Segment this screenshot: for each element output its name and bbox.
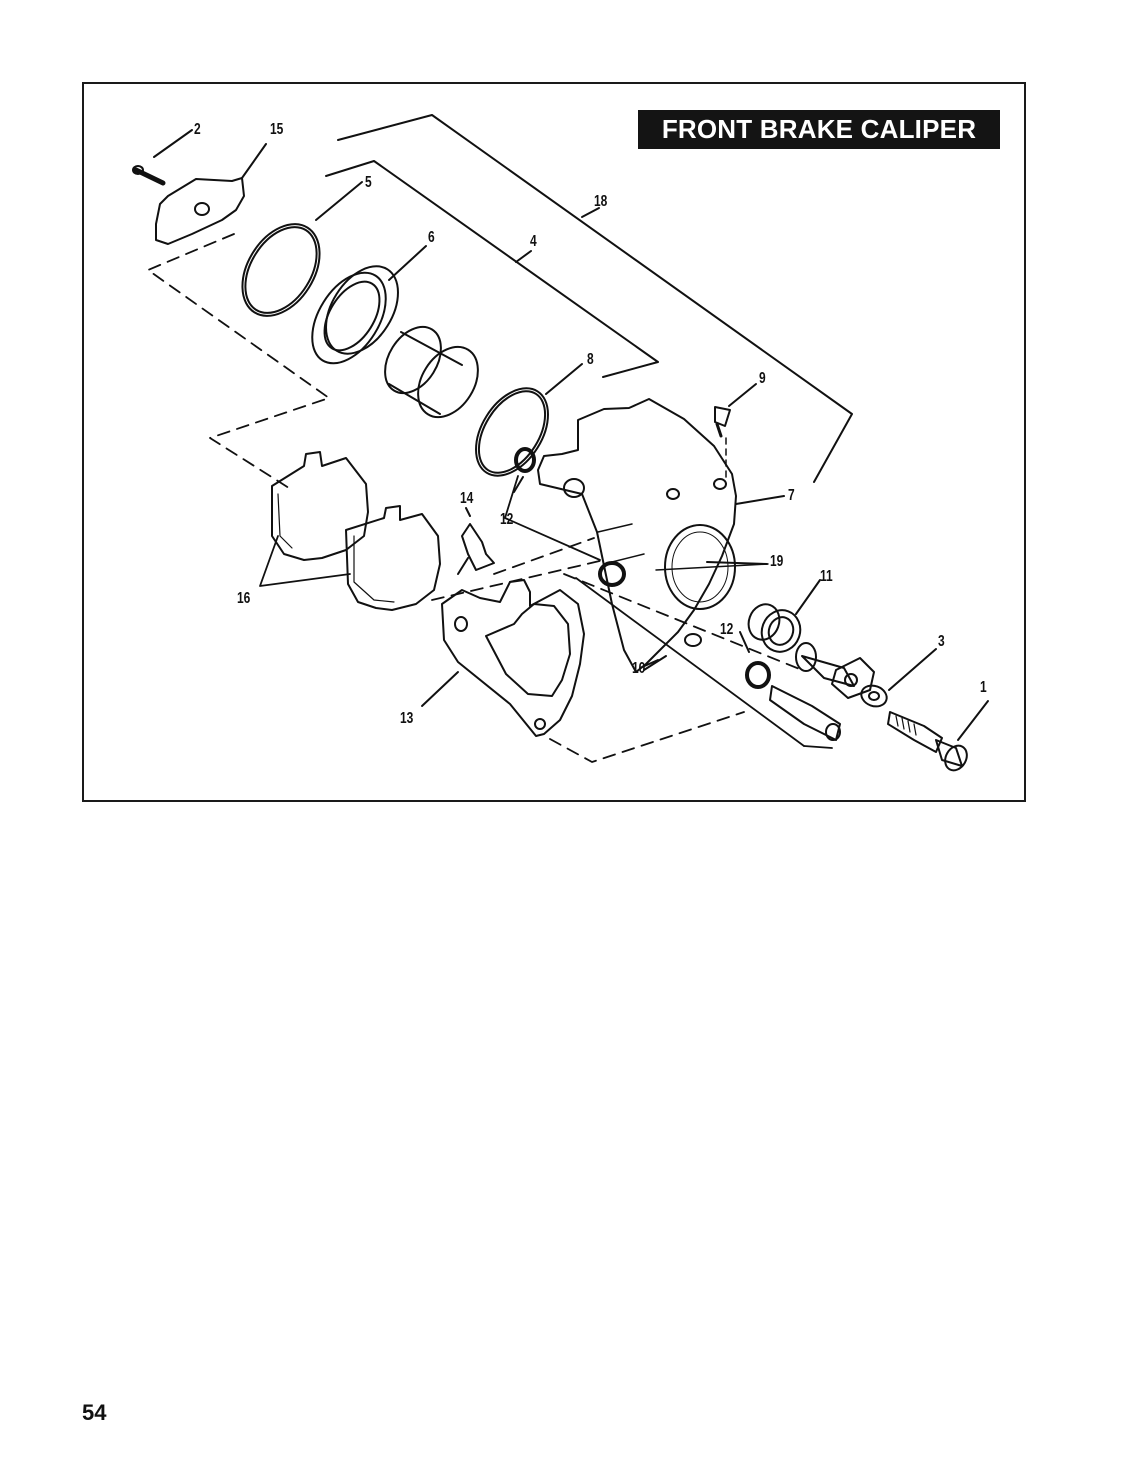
- cover-plate-part-15: [155, 143, 267, 245]
- callout-13: 13: [400, 710, 414, 727]
- exploded-view-drawing: [132, 114, 989, 772]
- piston: [384, 325, 479, 419]
- o-ring-part-12-lower: [745, 661, 771, 689]
- leader-18: [581, 207, 600, 218]
- callout-2: 2: [194, 121, 201, 138]
- callout-9: 9: [759, 370, 766, 387]
- leader-4: [515, 250, 532, 263]
- mounting-bracket-part-13: [421, 579, 745, 763]
- callout-16: 16: [237, 590, 251, 607]
- screw-part-2: [132, 129, 193, 186]
- boot-part-6: [311, 245, 427, 365]
- leader-19: [706, 561, 768, 565]
- retaining-ring-part-5: [241, 181, 363, 317]
- figure-title: FRONT BRAKE CALIPER: [638, 110, 1000, 149]
- clip-part-14: [457, 507, 495, 575]
- brake-pads-part-16: [259, 451, 441, 611]
- o-ring-part-12-middle: [598, 561, 626, 587]
- guide-line-part-10: [575, 577, 833, 749]
- callout-18: 18: [594, 193, 608, 210]
- diagram-frame: FRONT BRAKE CALIPER 2 15 5 6 4 18 8 9 7 …: [82, 82, 1026, 802]
- callout-11: 11: [820, 568, 833, 585]
- callout-3: 3: [938, 633, 945, 650]
- callout-14: 14: [460, 490, 474, 507]
- leader-12-upper: [504, 475, 601, 561]
- bushing-part-11: [747, 579, 821, 653]
- callout-12-lower: 12: [720, 621, 734, 638]
- callout-12-upper: 12: [500, 511, 514, 528]
- o-ring-part-12-upper: [514, 447, 536, 473]
- bleeder-screw-part-9: [714, 383, 757, 483]
- callout-7: 7: [788, 487, 795, 504]
- guide-cover-pads: [147, 233, 330, 489]
- callout-10: 10: [632, 660, 646, 677]
- callout-5: 5: [365, 174, 372, 191]
- pin-sleeve: [795, 642, 875, 699]
- seal-ring-part-8: [475, 363, 583, 477]
- callout-19: 19: [770, 553, 784, 570]
- page-number: 54: [82, 1400, 107, 1425]
- bolt-part-1: [887, 700, 989, 772]
- callout-1: 1: [980, 679, 987, 696]
- washer-part-3: [860, 648, 937, 708]
- pin: [769, 685, 841, 741]
- callout-15: 15: [270, 121, 284, 138]
- callout-4: 4: [530, 233, 537, 250]
- bracket-4: [325, 160, 659, 378]
- caliper-body-part-7: [537, 398, 785, 673]
- bracket-18: [337, 114, 853, 483]
- callout-6: 6: [428, 229, 435, 246]
- callout-8: 8: [587, 351, 594, 368]
